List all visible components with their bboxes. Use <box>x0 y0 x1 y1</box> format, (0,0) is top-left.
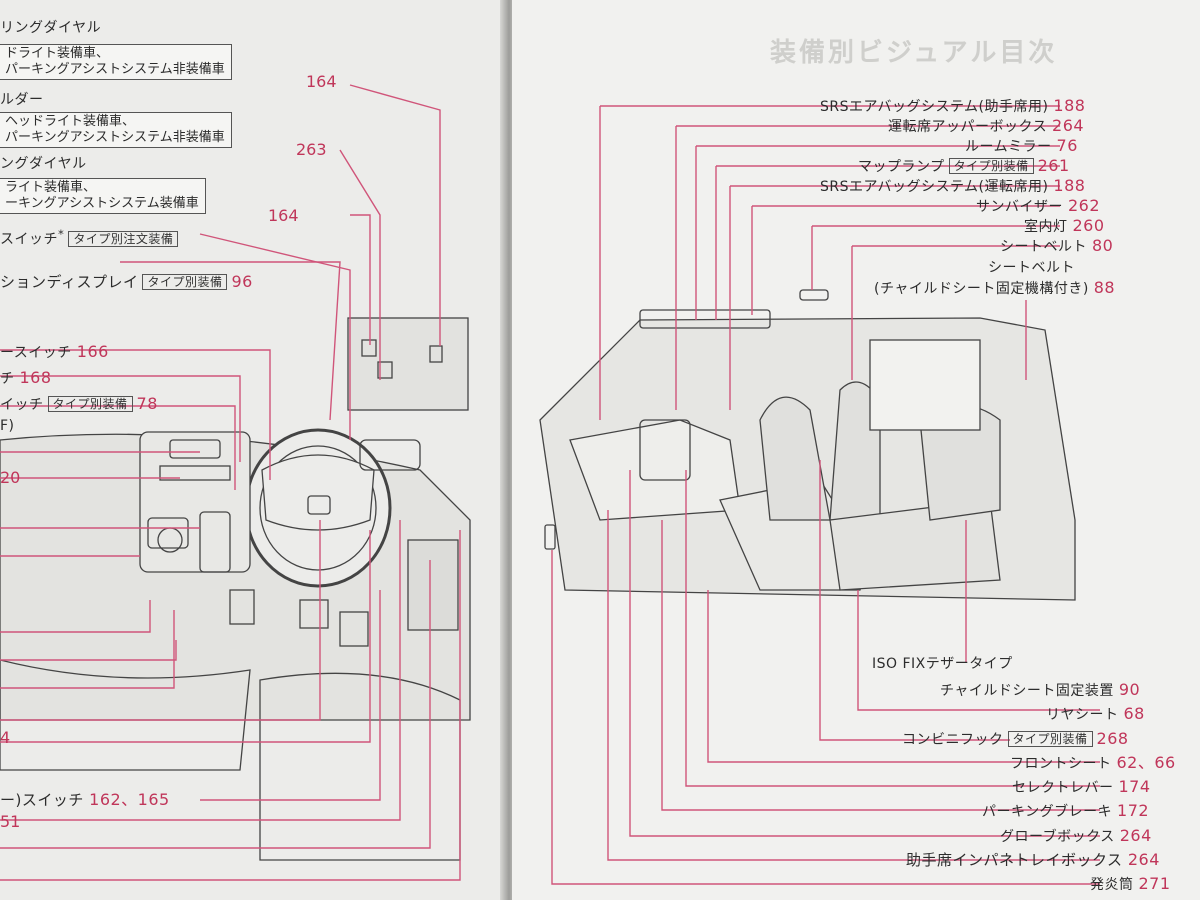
page-title: 装備別ビジュアル目次 <box>770 38 1058 68</box>
page-ref-2: 263 <box>296 140 327 159</box>
left-label-switch: スイッチ*タイプ別注文装備 <box>0 226 182 248</box>
box-2: ヘッドライト装備車、パーキングアシストシステム非装備車 <box>0 112 232 148</box>
label-srs-passenger: SRSエアバッグシステム(助手席用) 188 <box>820 96 1086 116</box>
left-label-168: チ 168 <box>0 368 52 388</box>
label-child-seat-anchor: チャイルドシート固定装置 90 <box>940 680 1141 700</box>
left-page-4: 4 <box>0 728 11 747</box>
label-parking-brake: パーキングブレーキ 172 <box>982 801 1150 821</box>
page-ref-1: 164 <box>306 72 337 91</box>
label-srs-driver: SRSエアバッグシステム(運転席用) 188 <box>820 176 1086 196</box>
left-page-51: 51 <box>0 812 21 831</box>
left-heading-1: リングダイヤル <box>0 20 102 36</box>
label-glove-box: グローブボックス 264 <box>1000 826 1152 846</box>
label-driver-upper-box: 運転席アッパーボックス 264 <box>888 116 1085 136</box>
box-3: ライト装備車、ーキングアシストシステム装備車 <box>0 178 206 214</box>
left-page-20: 20 <box>0 468 21 487</box>
label-isofix-tether: ISO FIXテザータイプ <box>872 656 1013 672</box>
label-flare: 発炎筒 271 <box>1090 874 1171 894</box>
label-sun-visor: サンバイザー 262 <box>976 196 1100 216</box>
box-1: ドライト装備車、パーキングアシストシステム非装備車 <box>0 44 232 80</box>
label-child-seat-belt: (チャイルドシート固定機構付き) 88 <box>874 278 1116 298</box>
label-passenger-tray-box: 助手席インパネトレイボックス 264 <box>906 850 1160 869</box>
left-heading-3: ングダイヤル <box>0 156 87 172</box>
page-ref-3: 164 <box>268 206 299 225</box>
label-front-seat: フロントシート 62、66 <box>1010 753 1176 773</box>
label-rear-seat: リヤシート 68 <box>1046 704 1145 724</box>
label-room-mirror: ルームミラー 76 <box>965 136 1078 156</box>
left-label-166: ースイッチ 166 <box>0 342 109 362</box>
left-label-162: ー)スイッチ 162、165 <box>0 790 170 809</box>
left-label-f: F) <box>0 418 15 434</box>
label-seat-belt-2: シートベルト <box>988 260 1075 276</box>
label-seat-belt: シートベルト 80 <box>1000 236 1114 256</box>
label-room-lamp: 室内灯 260 <box>1024 216 1105 236</box>
label-select-lever: セレクトレバー 174 <box>1012 777 1151 797</box>
left-heading-2: ルダー <box>0 92 44 108</box>
